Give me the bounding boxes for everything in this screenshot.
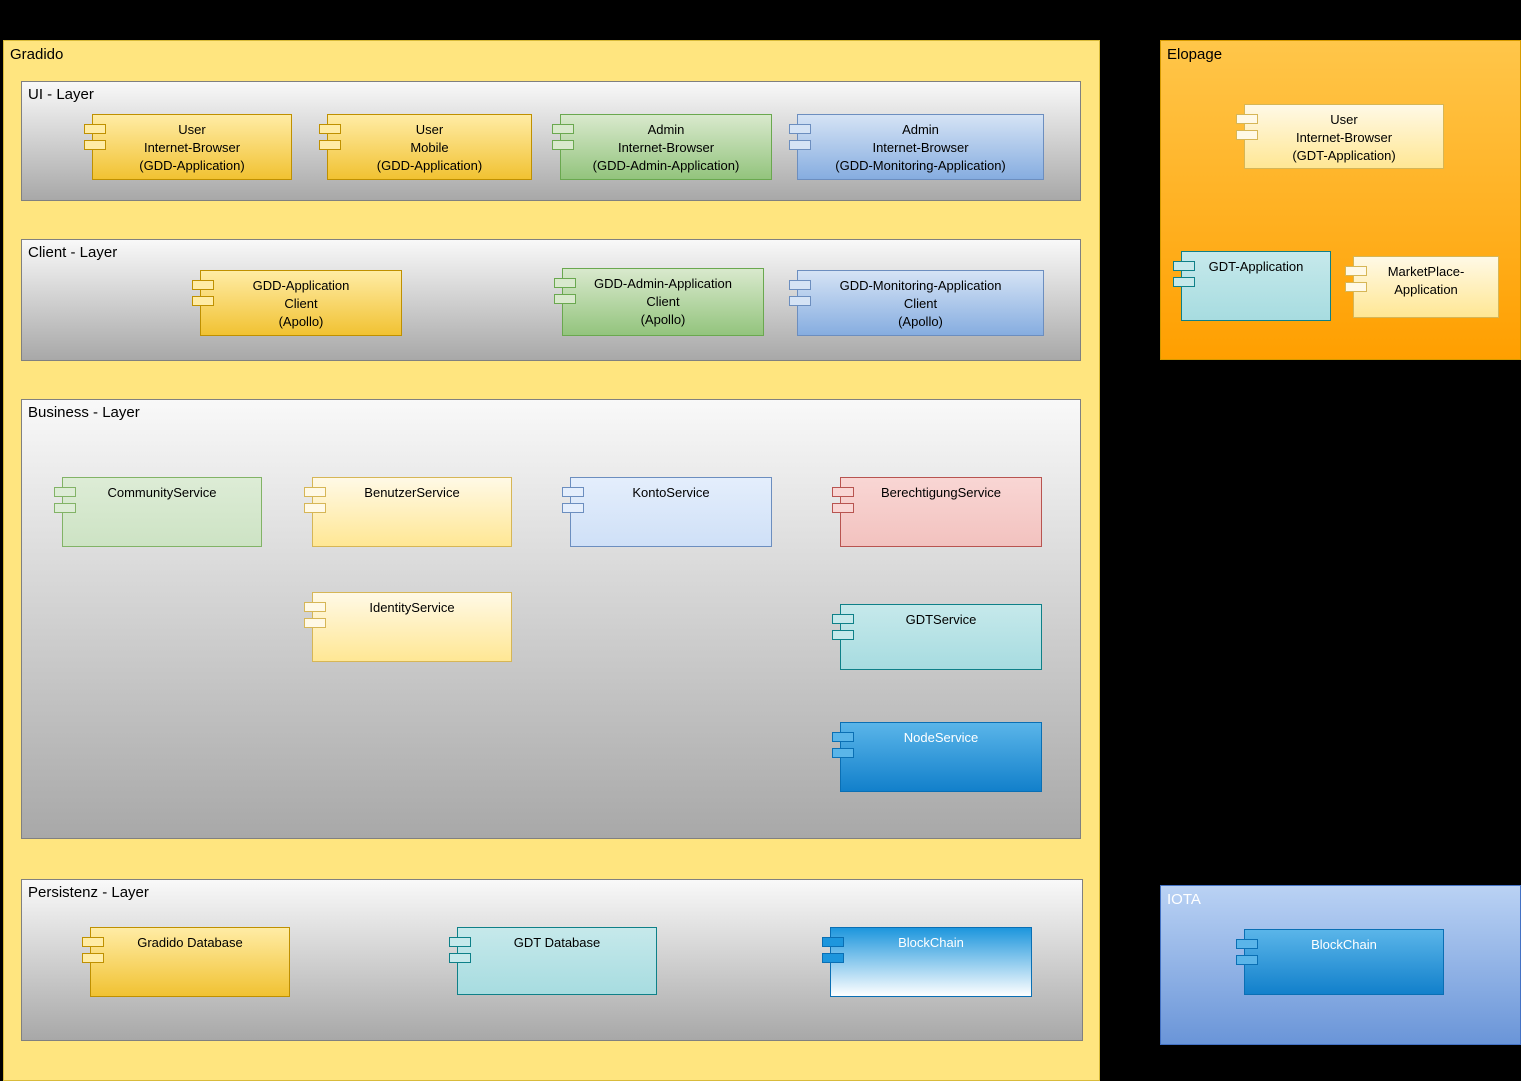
component-label: GDD-Admin-Application Client (Apollo): [594, 276, 732, 328]
component-ui-admin-internet-browser[interactable]: Admin Internet-Browser (GDD-Admin-Applic…: [552, 114, 772, 180]
ui-layer-title: UI - Layer: [28, 86, 94, 103]
client-layer-title: Client - Layer: [28, 244, 118, 261]
component-iota-blockchain[interactable]: BlockChain: [1236, 929, 1444, 995]
component-tab-icon: [832, 487, 854, 497]
component-business-identity-service[interactable]: IdentityService: [304, 592, 512, 662]
component-tab-icon: [84, 124, 106, 134]
business-layer-title: Business - Layer: [28, 404, 140, 421]
component-label: GDD-Monitoring-Application Client (Apoll…: [839, 278, 1002, 330]
component-tab-icon: [562, 503, 584, 513]
ui-layer: UI - Layer User Internet-Browser (GDD-Ap…: [21, 81, 1081, 201]
component-label: BlockChain: [1311, 937, 1377, 952]
component-tab-icon: [1173, 261, 1195, 271]
component-tab-icon: [789, 280, 811, 290]
business-layer: Business - Layer CommunityService Benutze…: [21, 399, 1081, 839]
component-tab-icon: [554, 278, 576, 288]
component-label: GDT Database: [513, 935, 601, 950]
component-tab-icon: [554, 294, 576, 304]
component-business-community-service[interactable]: CommunityService: [54, 477, 262, 547]
component-tab-icon: [1236, 939, 1258, 949]
iota-container: IOTA BlockChain: [1160, 885, 1521, 1045]
component-tab-icon: [304, 602, 326, 612]
component-business-konto-service[interactable]: KontoService: [562, 477, 772, 547]
component-tab-icon: [832, 732, 854, 742]
component-label: Admin Internet-Browser (GDD-Admin-Applic…: [592, 122, 740, 174]
component-ui-user-mobile[interactable]: User Mobile (GDD-Application): [319, 114, 532, 180]
component-tab-icon: [82, 937, 104, 947]
persistenz-layer-title: Persistenz - Layer: [28, 884, 149, 901]
persistenz-layer: Persistenz - Layer Gradido Database GDT D…: [21, 879, 1083, 1041]
component-persistenz-blockchain[interactable]: BlockChain: [822, 927, 1032, 997]
component-client-gdd-admin-application[interactable]: GDD-Admin-Application Client (Apollo): [554, 268, 764, 336]
component-elopage-marketplace-application[interactable]: MarketPlace- Application: [1345, 256, 1499, 318]
component-label: User Internet-Browser (GDT-Application): [1292, 112, 1396, 164]
component-label: User Internet-Browser (GDD-Application): [139, 122, 245, 174]
component-label: GDTService: [905, 612, 977, 627]
component-label: KontoService: [632, 485, 710, 500]
component-tab-icon: [449, 937, 471, 947]
component-tab-icon: [822, 937, 844, 947]
component-label: Gradido Database: [137, 935, 243, 950]
component-tab-icon: [832, 503, 854, 513]
component-tab-icon: [449, 953, 471, 963]
component-client-gdd-monitoring-application[interactable]: GDD-Monitoring-Application Client (Apoll…: [789, 270, 1044, 336]
component-tab-icon: [192, 280, 214, 290]
component-business-benutzer-service[interactable]: BenutzerService: [304, 477, 512, 547]
component-tab-icon: [84, 140, 106, 150]
component-tab-icon: [304, 503, 326, 513]
gradido-container: Gradido UI - Layer User Internet-Browser…: [3, 40, 1100, 1081]
component-ui-user-internet-browser[interactable]: User Internet-Browser (GDD-Application): [84, 114, 292, 180]
component-label: GDT-Application: [1208, 259, 1304, 274]
component-tab-icon: [1345, 266, 1367, 276]
component-business-berechtigung-service[interactable]: BerechtigungService: [832, 477, 1042, 547]
component-tab-icon: [1345, 282, 1367, 292]
component-tab-icon: [832, 614, 854, 624]
component-client-gdd-application[interactable]: GDD-Application Client (Apollo): [192, 270, 402, 336]
component-tab-icon: [82, 953, 104, 963]
component-persistenz-gdt-database[interactable]: GDT Database: [449, 927, 657, 995]
component-label: BenutzerService: [364, 485, 460, 500]
gradido-title: Gradido: [10, 46, 64, 63]
component-label: IdentityService: [369, 600, 455, 615]
component-label: Admin Internet-Browser (GDD-Monitoring-A…: [835, 122, 1006, 174]
component-tab-icon: [54, 503, 76, 513]
component-tab-icon: [832, 630, 854, 640]
component-tab-icon: [319, 140, 341, 150]
component-label: CommunityService: [107, 485, 217, 500]
component-tab-icon: [1236, 955, 1258, 965]
component-label: NodeService: [903, 730, 979, 745]
component-tab-icon: [192, 296, 214, 306]
component-elopage-user-internet-browser[interactable]: User Internet-Browser (GDT-Application): [1236, 104, 1444, 169]
component-tab-icon: [54, 487, 76, 497]
component-tab-icon: [832, 748, 854, 758]
component-tab-icon: [789, 124, 811, 134]
component-tab-icon: [1236, 114, 1258, 124]
elopage-container: Elopage User Internet-Browser (GDT-Appli…: [1160, 40, 1521, 360]
component-tab-icon: [552, 140, 574, 150]
component-tab-icon: [552, 124, 574, 134]
component-business-gdt-service[interactable]: GDTService: [832, 604, 1042, 670]
component-elopage-gdt-application[interactable]: GDT-Application: [1173, 251, 1331, 321]
component-tab-icon: [789, 140, 811, 150]
component-tab-icon: [1173, 277, 1195, 287]
component-persistenz-gradido-database[interactable]: Gradido Database: [82, 927, 290, 997]
component-tab-icon: [822, 953, 844, 963]
component-label: BerechtigungService: [881, 485, 1001, 500]
component-tab-icon: [304, 487, 326, 497]
elopage-title: Elopage: [1167, 46, 1223, 63]
component-label: User Mobile (GDD-Application): [376, 122, 483, 174]
component-ui-admin-monitoring-browser[interactable]: Admin Internet-Browser (GDD-Monitoring-A…: [789, 114, 1044, 180]
component-label: GDD-Application Client (Apollo): [252, 278, 350, 330]
component-label: MarketPlace- Application: [1387, 264, 1465, 298]
component-tab-icon: [789, 296, 811, 306]
component-tab-icon: [1236, 130, 1258, 140]
component-tab-icon: [319, 124, 341, 134]
component-tab-icon: [562, 487, 584, 497]
component-label: BlockChain: [898, 935, 964, 950]
component-tab-icon: [304, 618, 326, 628]
component-business-node-service[interactable]: NodeService: [832, 722, 1042, 792]
client-layer: Client - Layer GDD-Application Client (A…: [21, 239, 1081, 361]
iota-title: IOTA: [1167, 891, 1201, 908]
